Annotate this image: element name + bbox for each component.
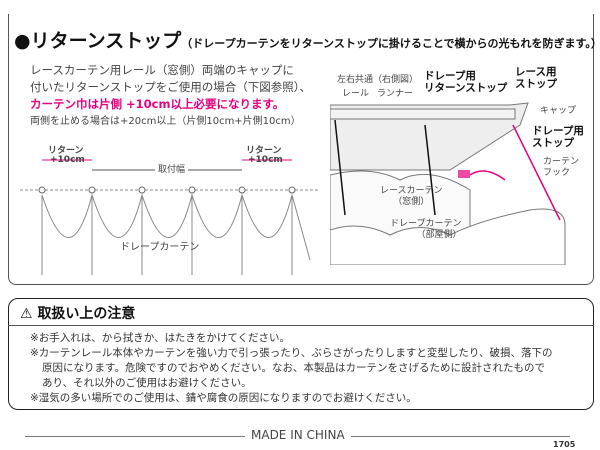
caution-note: ※お手入れは、から拭きか、はたきをかけてください。 xyxy=(30,332,291,344)
drape-stop-label: ドレープ用ストップ xyxy=(532,125,584,149)
label-line: フック xyxy=(543,168,571,178)
return-right-label: リターン xyxy=(246,146,282,156)
drape-curtain-label: ドレープカーテン xyxy=(120,242,200,253)
section-title: ●リターンストップ（ドレープカーテンをリターンストップに掛けることで横からの光も… xyxy=(14,30,600,52)
label-line: ドレープ用 xyxy=(424,70,476,82)
mount-width-label: 取付幅 xyxy=(155,162,189,175)
width-diagram xyxy=(20,159,320,275)
caution-note: あり、それ以外のご使用はお避けください。 xyxy=(42,377,252,389)
label-line: ドレープ用 xyxy=(532,125,584,137)
label-line: ストップ xyxy=(515,78,557,90)
warning-icon: ⚠ xyxy=(20,306,33,322)
lace-curtain-label: レースカーテン（窓側） xyxy=(380,186,443,208)
description-line: レースカーテン用レール（窓側）両端のキャップに xyxy=(30,63,294,77)
return-stop-illustration xyxy=(330,102,566,265)
hook-label: カーテンフック xyxy=(543,157,579,179)
label-line: リターンストップ xyxy=(424,82,508,94)
label-line: レースカーテン xyxy=(380,186,443,196)
product-code: 1705 xyxy=(553,440,576,449)
divider xyxy=(8,325,594,326)
label-line: （窓側） xyxy=(393,197,430,207)
made-in-label: MADE IN CHINA xyxy=(245,428,351,442)
rail-label: レール xyxy=(342,89,370,99)
caution-note: ※カーテンレール本体やカーテンを強い力で引っ張ったり、ぶらさがったりしますと変型… xyxy=(30,347,553,359)
lace-stop-label: レース用ストップ xyxy=(515,66,557,90)
caution-panel xyxy=(8,298,594,410)
highlight-text: カーテン巾は片側 +10cm以上必要になります。 xyxy=(30,97,285,111)
return-left-label: リターン xyxy=(48,146,84,156)
label-line: ドレープカーテン xyxy=(390,219,462,229)
common-label: 左右共通（右側図） xyxy=(337,75,419,85)
runner-label: ランナー xyxy=(377,89,414,99)
section-subtitle: （ドレープカーテンをリターンストップに掛けることで横からの光もれを防ぎます。） xyxy=(181,37,600,50)
caution-title: 取扱い上の注意 xyxy=(37,306,136,322)
caution-notes: ※お手入れは、から拭きか、はたきをかけてください。 ※カーテンレール本体やカーテ… xyxy=(30,331,552,406)
label-line: （部屋側） xyxy=(416,230,462,240)
caution-heading: ⚠ 取扱い上の注意 xyxy=(20,303,135,323)
cap-label: キャップ xyxy=(540,106,577,116)
label-line: ストップ xyxy=(532,137,574,149)
description-line: 付いたリターンストップをご使用の場合（下図参照）、 xyxy=(30,80,311,94)
drape-return-stop-label: ドレープ用リターンストップ xyxy=(424,70,507,94)
description: レースカーテン用レール（窓側）両端のキャップに 付いたリターンストップをご使用の… xyxy=(30,62,311,130)
plus-right-label: +10cm xyxy=(248,155,283,165)
caution-note: 原因になります。危険ですのでおやめください。なお、本製品はカーテンをさげるために… xyxy=(42,362,545,374)
caution-note: ※湿気の多い場所でのご使用は、錆や腐食の原因になりますのでお避けください。 xyxy=(30,392,417,404)
drape-curtain-room-label: ドレープカーテン（部屋側） xyxy=(390,219,461,241)
return-stop-panel xyxy=(8,14,594,285)
plus-left-label: +10cm xyxy=(50,155,85,165)
note-text: 両側を止める場合は+20cm以上（片側10cm+片側10cm） xyxy=(30,116,301,127)
label-line: カーテン xyxy=(543,157,580,167)
label-line: レース用 xyxy=(515,66,557,78)
